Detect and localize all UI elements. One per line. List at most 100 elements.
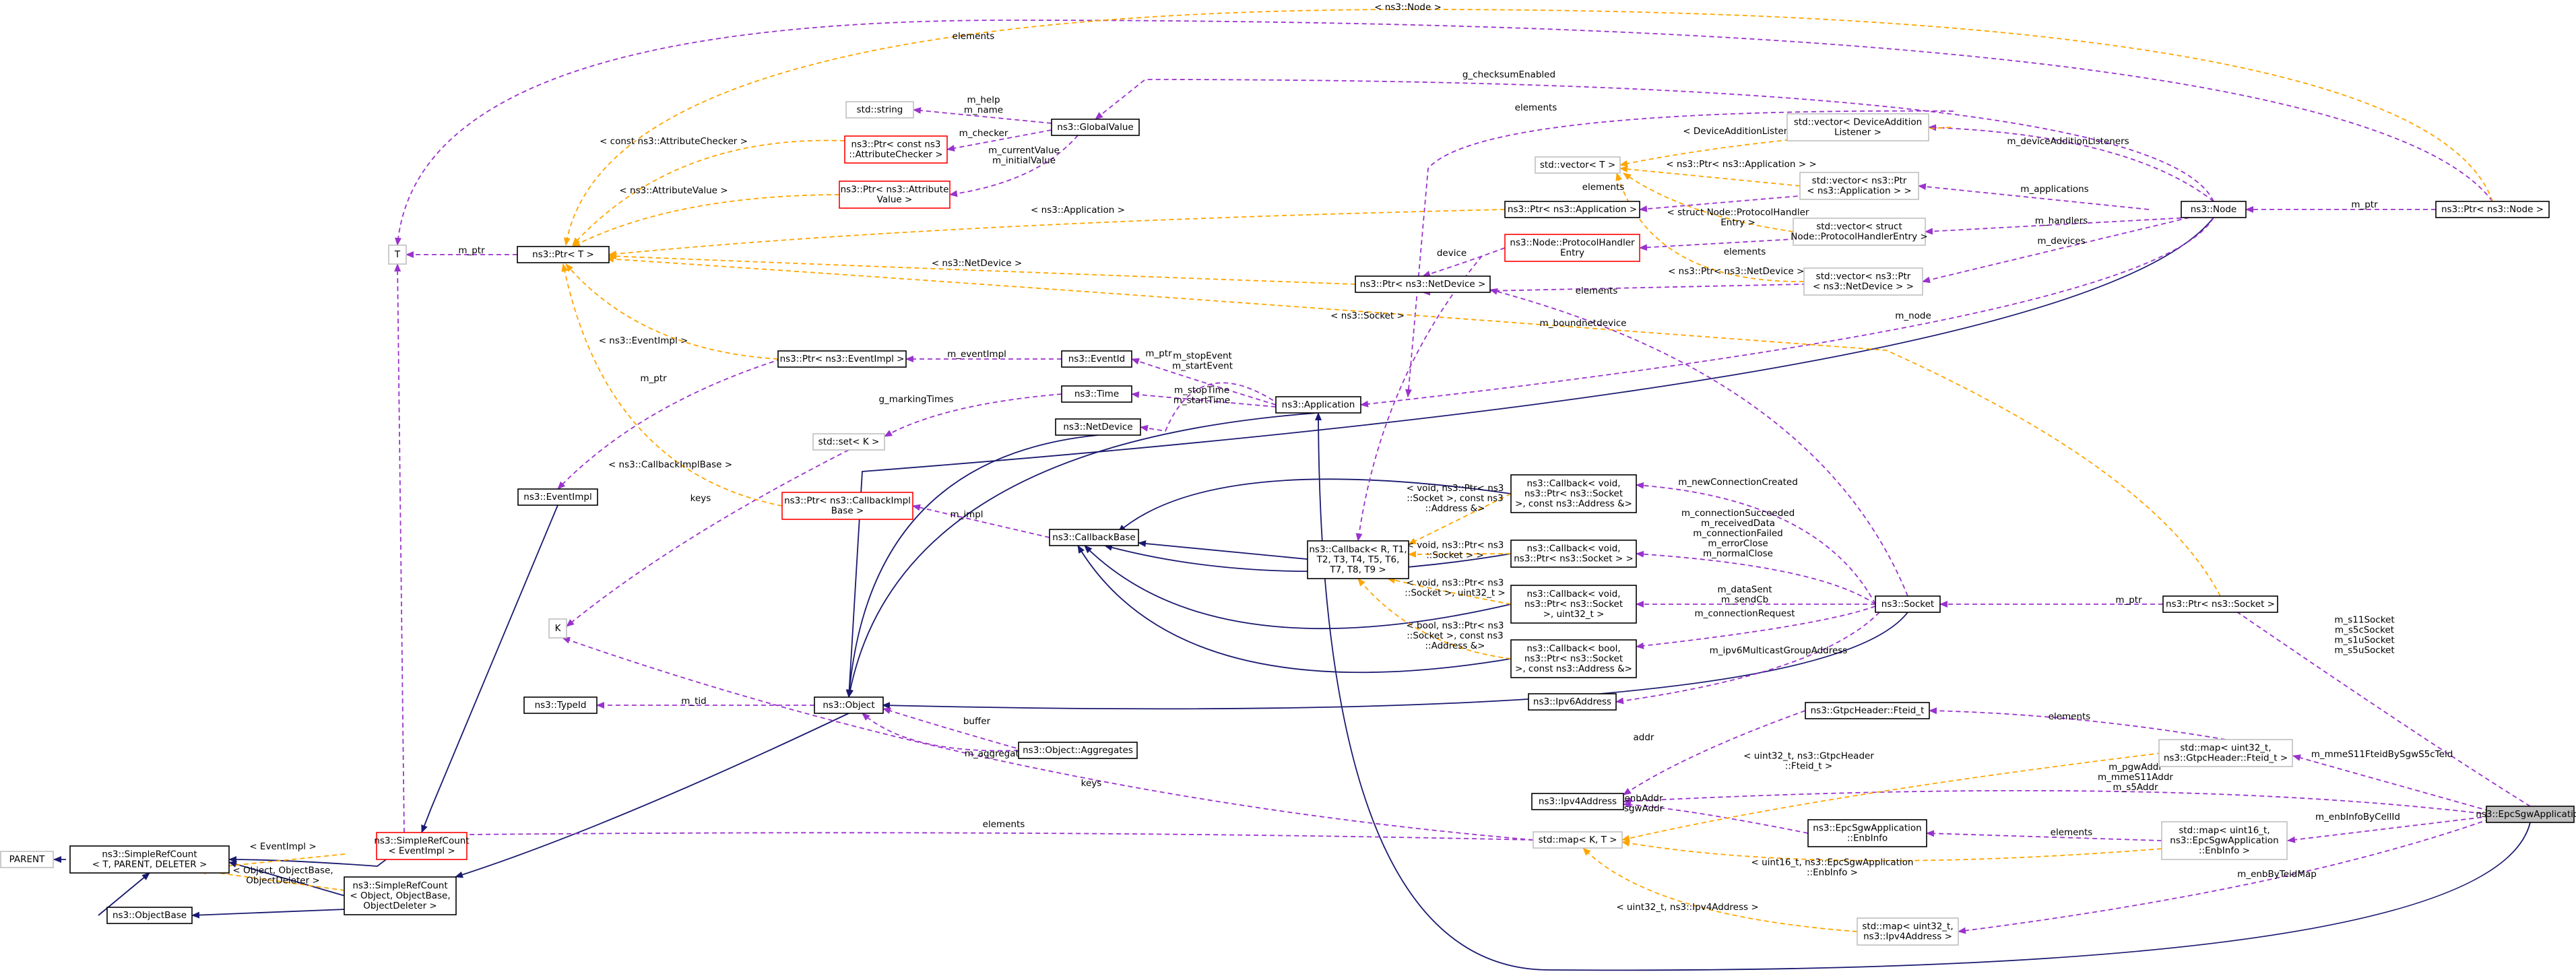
node-box: [1510, 474, 1637, 513]
edge-label-group: < const ns3::AttributeChecker >: [600, 136, 748, 147]
node-label: std::map< K, T >: [1539, 835, 1617, 845]
class-node-set-k[interactable]: std::set< K >: [812, 433, 885, 451]
edge-line: [228, 861, 346, 897]
class-node-object[interactable]: ns3::Object: [814, 696, 884, 714]
edge-line: [884, 393, 1062, 437]
node-box: [839, 181, 951, 209]
class-node-vector-t[interactable]: std::vector< T >: [1535, 156, 1621, 174]
edge-line: [1084, 545, 1512, 630]
class-node-node[interactable]: ns3::Node: [2181, 201, 2247, 218]
class-node-enbinfo[interactable]: ns3::EpcSgwApplication::EnbInfo: [1807, 819, 1927, 847]
node-label: ns3::GtpcHeader::Fteid_t: [1811, 705, 1925, 716]
class-node-protocolhandler-entry[interactable]: ns3::Node::ProtocolHandlerEntry: [1504, 234, 1640, 262]
class-node-parent[interactable]: PARENT: [0, 851, 54, 868]
usage-edge: [566, 449, 849, 627]
edge-label: < uint32_t, ns3::GtpcHeader: [1743, 751, 1874, 762]
class-node-ptr-attrvalue[interactable]: ns3::Ptr< ns3::AttributeValue >: [839, 181, 951, 209]
template-edge: [1357, 578, 1512, 659]
class-node-netdevice[interactable]: ns3::NetDevice: [1055, 418, 1141, 436]
edge-label-group: elements: [953, 31, 995, 42]
edge-label: m_aggregates: [965, 748, 1029, 759]
template-edge: [1619, 127, 1952, 167]
class-node-t[interactable]: T: [388, 245, 407, 265]
edge-label: m_applications: [2020, 184, 2088, 195]
node-box: [1528, 693, 1617, 711]
edge-label: < DeviceAdditionListener >: [1683, 126, 1809, 137]
class-node-eventid[interactable]: ns3::EventId: [1061, 350, 1132, 368]
class-node-callback-socket-uint[interactable]: ns3::Callback< void,ns3::Ptr< ns3::Socke…: [1510, 585, 1637, 624]
class-node-callback-socket-addr[interactable]: ns3::Callback< void,ns3::Ptr< ns3::Socke…: [1510, 474, 1637, 513]
class-node-objectbase[interactable]: ns3::ObjectBase: [106, 907, 193, 924]
class-node-callback-generic[interactable]: ns3::Callback< R, T1,T2, T3, T4, T5, T6,…: [1307, 540, 1409, 579]
class-node-vector-ptr-nd[interactable]: std::vector< ns3::Ptr< ns3::NetDevice > …: [1803, 267, 1923, 296]
edge-label-group: < ns3::NetDevice >: [932, 258, 1022, 269]
class-node-callback-socket[interactable]: ns3::Callback< void,ns3::Ptr< ns3::Socke…: [1510, 540, 1637, 568]
class-node-typeid[interactable]: ns3::TypeId: [523, 696, 598, 714]
edge-label: elements: [1576, 286, 1618, 296]
class-node-src-eventimpl[interactable]: ns3::SimpleRefCount< EventImpl >: [374, 832, 470, 860]
edge-label-group: elements: [1515, 102, 1557, 113]
class-node-ptr-socket[interactable]: ns3::Ptr< ns3::Socket >: [2162, 595, 2278, 613]
edge-label-group: elements: [1582, 182, 1625, 193]
usage-edge: [395, 20, 2493, 246]
class-node-ipv6address[interactable]: ns3::Ipv6Address: [1528, 693, 1617, 711]
class-node-ptr-t[interactable]: ns3::Ptr< T >: [517, 246, 610, 263]
class-node-map-uint16-enbinfo[interactable]: std::map< uint16_t,ns3::EpcSgwApplicatio…: [2161, 821, 2288, 860]
edge-label-group: < ns3::AttributeValue >: [619, 185, 728, 196]
class-node-application[interactable]: ns3::Application: [1275, 396, 1361, 414]
node-label: ns3::Ptr< ns3::Socket: [1524, 653, 1623, 664]
class-node-src-object[interactable]: ns3::SimpleRefCount< Object, ObjectBase,…: [344, 876, 457, 915]
edge-label-group: m_handlers: [2035, 216, 2088, 226]
edge-label: buffer: [963, 716, 991, 727]
edge-line: [228, 832, 422, 867]
node-label: ns3::NetDevice: [1063, 422, 1132, 432]
edge-label-group: < uint32_t, ns3::Ipv4Address >: [1616, 902, 1758, 913]
class-node-ptr-attrchecker[interactable]: ns3::Ptr< const ns3::AttributeChecker >: [844, 135, 948, 164]
class-node-globalvalue[interactable]: ns3::GlobalValue: [1051, 119, 1140, 136]
edge-label: m_help: [967, 95, 1000, 106]
class-node-k[interactable]: K: [548, 618, 567, 639]
class-node-map-uint32-fteid[interactable]: std::map< uint32_t,ns3::GtpcHeader::Ftei…: [2158, 739, 2293, 767]
class-node-time[interactable]: ns3::Time: [1061, 385, 1132, 403]
class-node-vector-phe[interactable]: std::vector< structNode::ProtocolHandler…: [1791, 218, 1928, 246]
class-node-simplerefcount[interactable]: ns3::SimpleRefCount< T, PARENT, DELETER …: [69, 845, 230, 874]
class-node-map-k-t[interactable]: std::map< K, T >: [1533, 831, 1623, 849]
class-node-object-aggregates[interactable]: ns3::Object::Aggregates: [1018, 742, 1138, 759]
class-node-epcsgwapplication[interactable]: ns3::EpcSgwApplication: [2476, 806, 2576, 823]
usage-edge: [912, 504, 1050, 538]
edge-line: [1138, 540, 1314, 560]
class-node-vector-ptr-app[interactable]: std::vector< ns3::Ptr< ns3::Application …: [1799, 172, 1919, 200]
class-node-ipv4address[interactable]: ns3::Ipv4Address: [1531, 793, 1624, 810]
class-node-vector-devaddl[interactable]: std::vector< DeviceAdditionListener >: [1786, 113, 1929, 141]
edge-line: [882, 707, 1025, 751]
usage-edge: [1928, 124, 2214, 202]
node-label: std::string: [857, 104, 903, 115]
class-node-ptr-application[interactable]: ns3::Ptr< ns3::Application >: [1504, 201, 1640, 218]
class-node-ptr-eventimpl[interactable]: ns3::Ptr< ns3::EventImpl >: [777, 350, 907, 368]
node-box: [1533, 831, 1623, 849]
edge-line: [1623, 801, 1809, 834]
node-box: [1275, 396, 1361, 414]
class-node-callbackbase[interactable]: ns3::CallbackBase: [1049, 529, 1139, 546]
class-node-socket[interactable]: ns3::Socket: [1875, 595, 1941, 613]
class-node-callback-bool[interactable]: ns3::Callback< bool,ns3::Ptr< ns3::Socke…: [1510, 639, 1637, 678]
class-node-fteid[interactable]: ns3::GtpcHeader::Fteid_t: [1805, 702, 1930, 719]
node-label: T2, T3, T4, T5, T6,: [1316, 554, 1400, 565]
edge-label: m_tid: [681, 696, 707, 707]
edge-label: < ns3::Socket >: [1330, 311, 1405, 321]
node-label: std::set< K >: [818, 436, 880, 447]
node-label: ns3::Application: [1282, 399, 1355, 410]
class-node-map-uint32-ipv4[interactable]: std::map< uint32_t,ns3::Ipv4Address >: [1857, 917, 1959, 946]
edge-label: m_s1uSocket: [2334, 635, 2394, 646]
class-node-std-string[interactable]: std::string: [845, 101, 914, 119]
class-node-ptr-netdevice[interactable]: ns3::Ptr< ns3::NetDevice >: [1355, 275, 1491, 293]
class-node-eventimpl[interactable]: ns3::EventImpl: [517, 488, 598, 506]
edge-label-group: m_devices: [2037, 236, 2085, 247]
node-box: [2435, 201, 2550, 218]
edge-line: [1118, 478, 1512, 533]
class-node-ptr-callbackimplbase[interactable]: ns3::Ptr< ns3::CallbackImplBase >: [781, 492, 913, 520]
edge-label: < void, ns3::Ptr< ns3: [1407, 540, 1504, 551]
node-label: ns3::Callback< void,: [1526, 478, 1620, 489]
class-node-ptr-node[interactable]: ns3::Ptr< ns3::Node >: [2435, 201, 2550, 218]
node-label: >, const ns3::Address &>: [1515, 663, 1632, 674]
